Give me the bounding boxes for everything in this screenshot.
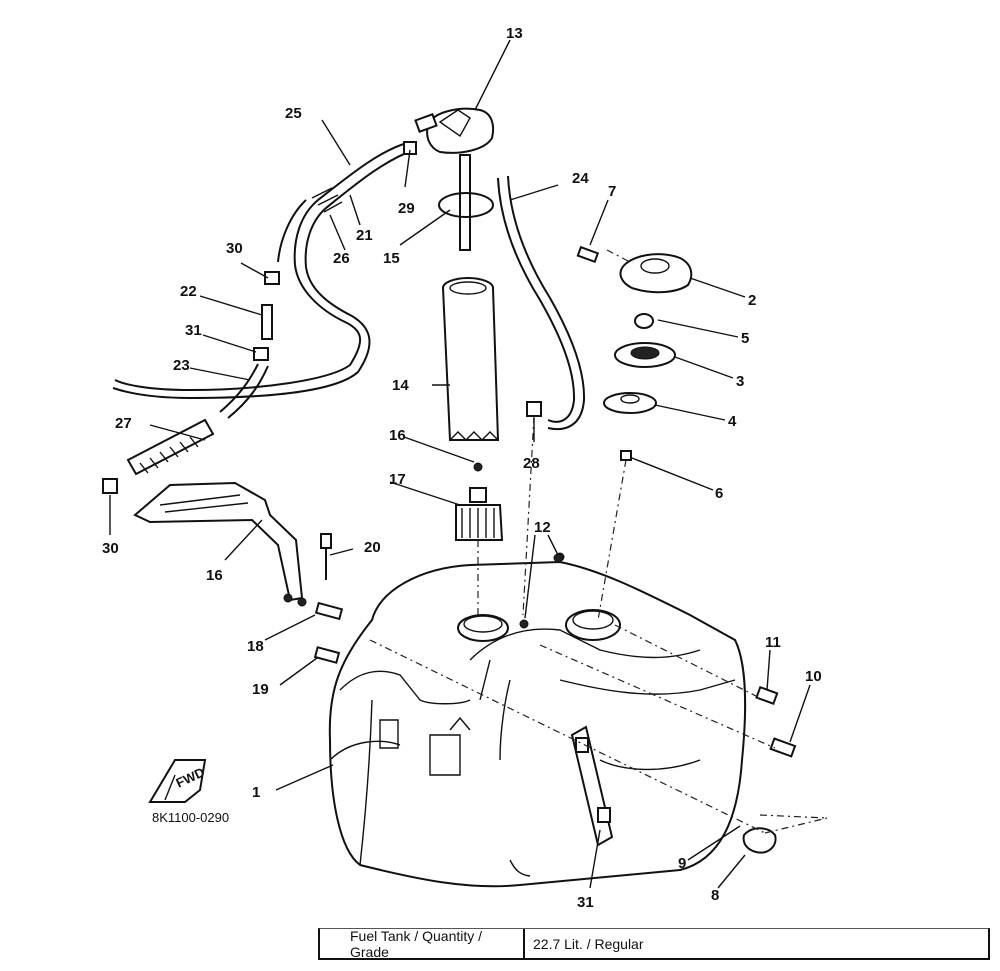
leader-lines [109,39,811,889]
callout-17: 17 [389,471,406,488]
callout-19: 18 [247,638,264,655]
callout-7: 7 [608,183,616,200]
callout-30-upper: 29 [398,200,415,217]
callout-15: 15 [383,250,400,267]
callout-31-lower: 31 [185,322,202,339]
callout-24: 23 [173,357,190,374]
hose-left [102,141,417,494]
callout-28: 27 [115,415,132,432]
callout-12: 12 [534,519,551,536]
fuel-sender-unit [414,107,495,251]
callout-8: 8 [711,887,719,904]
callout-23: 22 [180,283,197,300]
gasket-15 [438,192,494,218]
callout-14: 14 [392,377,409,394]
callout-labels: 1 2 3 4 5 6 7 8 9 10 11 12 13 14 15 16 1… [102,25,822,911]
fuel-spec-table: Fuel Tank / Quantity / Grade 22.7 Lit. /… [318,928,990,960]
cap-assembly [576,245,693,621]
callout-27: 26 [333,250,350,267]
hose-25 [497,175,586,616]
forward-direction-icon: FWD [148,759,207,803]
spec-value: 22.7 Lit. / Regular [533,935,644,952]
side-fasteners [369,553,828,854]
reference-code: 8K1100-0290 [152,810,229,825]
filter-tube [442,277,500,441]
spec-label: Fuel Tank / Quantity / Grade [320,928,525,960]
callout-16-lower: 16 [206,567,223,584]
bracket-18 [133,481,344,664]
fuel-filter [455,462,504,615]
callout-1: 1 [252,784,260,801]
callout-9: 9 [678,855,686,872]
callout-29: 28 [523,455,540,472]
callout-4: 4 [728,413,737,430]
callout-32: 31 [577,894,594,911]
callout-25: 24 [572,170,589,187]
callout-11: 11 [765,634,781,651]
callout-10: 10 [805,668,822,685]
callout-31-upper: 30 [226,240,243,257]
callout-26: 25 [285,105,302,122]
callout-22: 21 [356,227,373,244]
callout-3: 3 [736,373,744,390]
callout-2: 2 [748,292,756,309]
callout-13: 13 [506,25,523,42]
callout-5: 5 [741,330,749,347]
fuel-tank-exploded-diagram: FWD 8K1100-0290 1 2 3 4 5 6 7 8 9 10 11 … [102,25,828,911]
callout-20: 19 [252,681,269,698]
callout-30-lower: 30 [102,540,119,557]
callout-6: 6 [715,485,723,502]
fuel-tank [328,552,747,888]
callout-21: 20 [364,539,381,556]
callout-16-upper: 16 [389,427,406,444]
